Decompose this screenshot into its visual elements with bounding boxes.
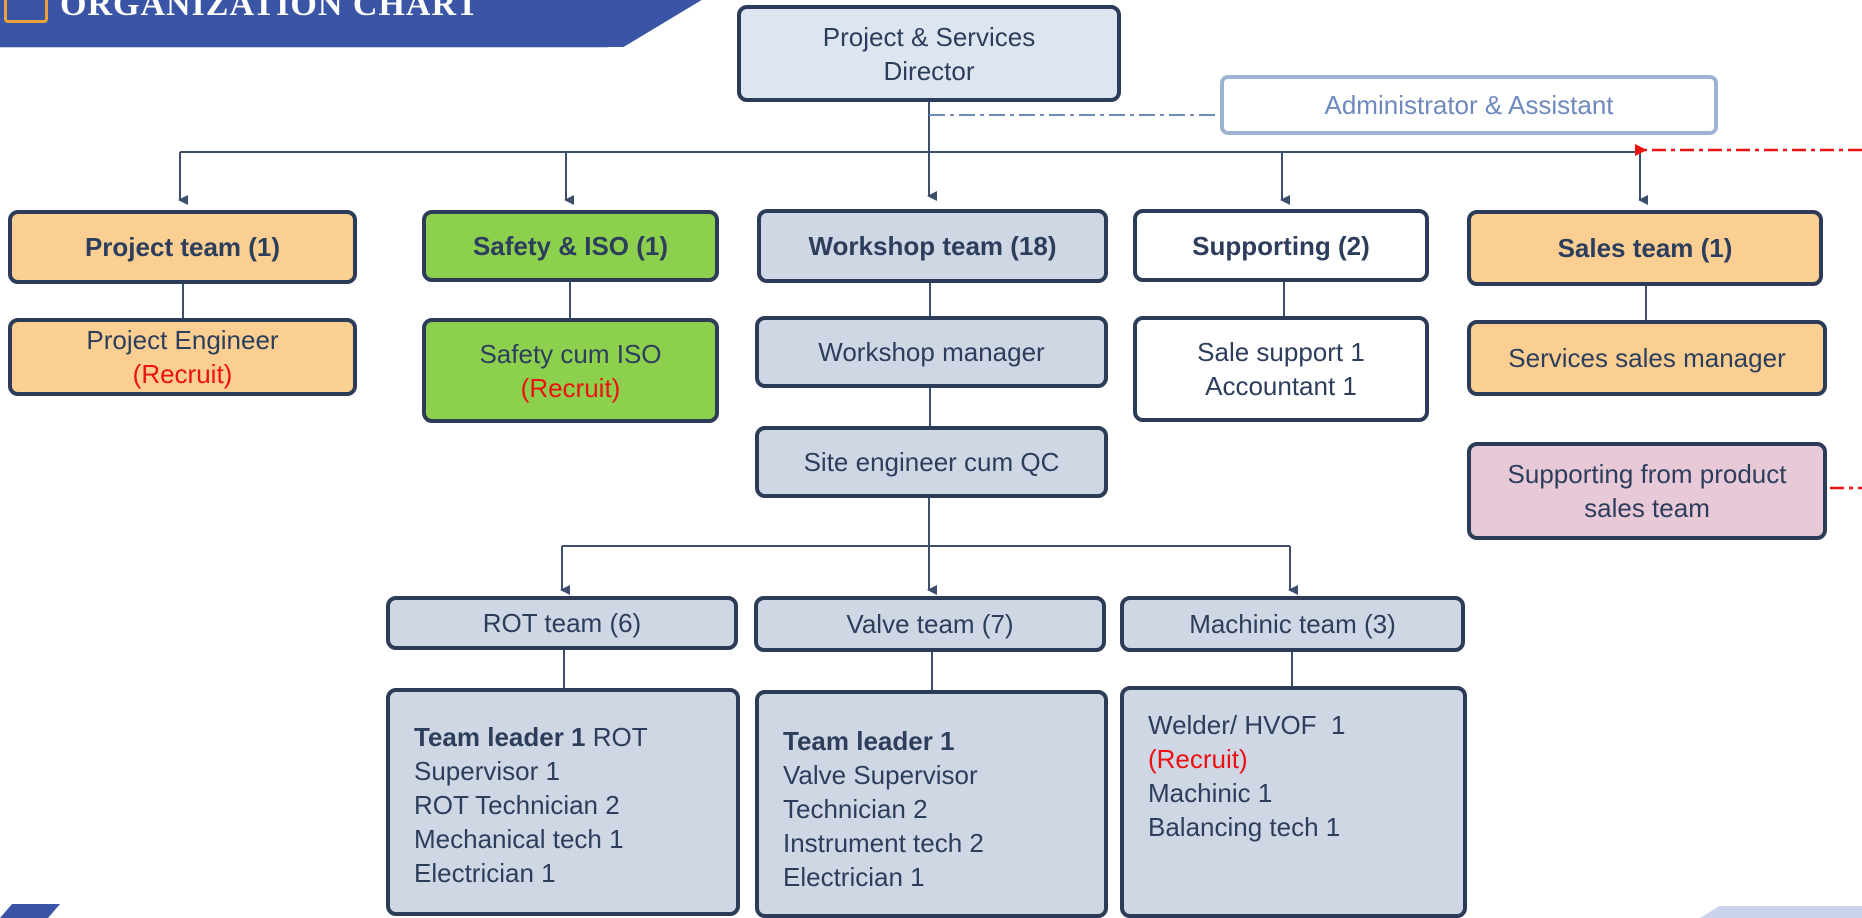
- safety-cum-iso-label: Safety cum ISO: [479, 338, 662, 369]
- footer-accent-bar: [1700, 906, 1862, 918]
- valve-leader-line: Team leader 1: [783, 724, 955, 758]
- project-engineer-box: Project Engineer (Recruit): [8, 318, 357, 396]
- footer-logo-bar: [0, 904, 60, 918]
- rot-line-3: Mechanical tech 1: [414, 824, 624, 854]
- valve-line-4: Electrician 1: [783, 862, 925, 892]
- safety-team-label: Safety & ISO (1): [472, 231, 669, 261]
- rot-detail-box: Team leader 1 ROT Supervisor 1 ROT Techn…: [386, 688, 740, 916]
- machinic-line-welder: Welder/ HVOF 1: [1148, 710, 1346, 740]
- rot-leader-rest: ROT: [585, 722, 648, 752]
- machinic-line-2: Balancing tech 1: [1148, 812, 1341, 842]
- site-engineer-box: Site engineer cum QC: [755, 426, 1108, 498]
- machinic-line-1: Machinic 1: [1148, 778, 1273, 808]
- rot-line-2: ROT Technician 2: [414, 790, 620, 820]
- safety-team-box: Safety & ISO (1): [422, 210, 719, 282]
- product-support-line2: sales team: [1584, 493, 1710, 523]
- workshop-manager-label: Workshop manager: [818, 337, 1045, 367]
- machinic-detail-box: Welder/ HVOF 1 (Recruit) Machinic 1 Bala…: [1120, 686, 1467, 918]
- supporting-team-box: Supporting (2): [1133, 209, 1429, 282]
- header-banner: [0, 0, 710, 47]
- accountant-label: Accountant 1: [1205, 371, 1357, 401]
- director-line2: Director: [883, 55, 975, 86]
- workshop-team-label: Workshop team (18): [808, 231, 1057, 261]
- project-team-box: Project team (1): [8, 210, 357, 284]
- sales-team-box: Sales team (1): [1467, 210, 1823, 286]
- workshop-manager-box: Workshop manager: [755, 316, 1108, 388]
- rot-line-1: Supervisor 1: [414, 756, 560, 786]
- workshop-team-box: Workshop team (18): [757, 209, 1108, 283]
- supporting-team-label: Supporting (2): [1192, 230, 1370, 261]
- services-sales-manager-box: Services sales manager: [1467, 320, 1827, 396]
- admin-label: Administrator & Assistant: [1324, 89, 1614, 120]
- valve-line-3: Instrument tech 2: [783, 828, 984, 858]
- valve-team-box: Valve team (7): [754, 596, 1106, 652]
- valve-line-1: Valve Supervisor: [783, 760, 978, 790]
- machinic-team-label: Machinic team (3): [1189, 609, 1396, 639]
- rot-team-label: ROT team (6): [482, 608, 642, 638]
- sale-support-label: Sale support 1: [1197, 337, 1365, 367]
- valve-detail-box: Team leader 1 Valve Supervisor Technicia…: [755, 690, 1108, 918]
- recruit-label: (Recruit): [520, 372, 621, 403]
- recruit-label: (Recruit): [1148, 744, 1248, 774]
- safety-cum-iso-box: Safety cum ISO (Recruit): [422, 318, 719, 423]
- rot-leader-line: Team leader 1 ROT: [414, 720, 648, 754]
- site-engineer-label: Site engineer cum QC: [803, 447, 1060, 477]
- valve-team-label: Valve team (7): [846, 609, 1014, 639]
- supporting-detail-box: Sale support 1 Accountant 1: [1133, 316, 1429, 422]
- product-sales-support-box: Supporting from product sales team: [1467, 442, 1827, 540]
- admin-box: Administrator & Assistant: [1220, 75, 1718, 135]
- valve-leader-bold: Team leader 1: [783, 726, 955, 756]
- director-line1: Project & Services: [822, 21, 1036, 52]
- rot-team-box: ROT team (6): [386, 596, 738, 650]
- machinic-team-box: Machinic team (3): [1120, 596, 1465, 652]
- page-title: ORGANIZATION CHART: [60, 0, 480, 23]
- project-team-label: Project team (1): [84, 232, 281, 262]
- product-support-line1: Supporting from product: [1507, 459, 1787, 489]
- valve-line-2: Technician 2: [783, 794, 928, 824]
- director-box: Project & Services Director: [737, 5, 1121, 102]
- sales-team-label: Sales team (1): [1557, 233, 1733, 263]
- services-sales-manager-label: Services sales manager: [1508, 343, 1786, 373]
- project-engineer-label: Project Engineer: [86, 325, 279, 355]
- chart-icon: [4, 0, 48, 23]
- rot-leader-bold: Team leader 1: [414, 722, 586, 752]
- rot-line-4: Electrician 1: [414, 858, 556, 888]
- recruit-label: (Recruit): [132, 359, 233, 389]
